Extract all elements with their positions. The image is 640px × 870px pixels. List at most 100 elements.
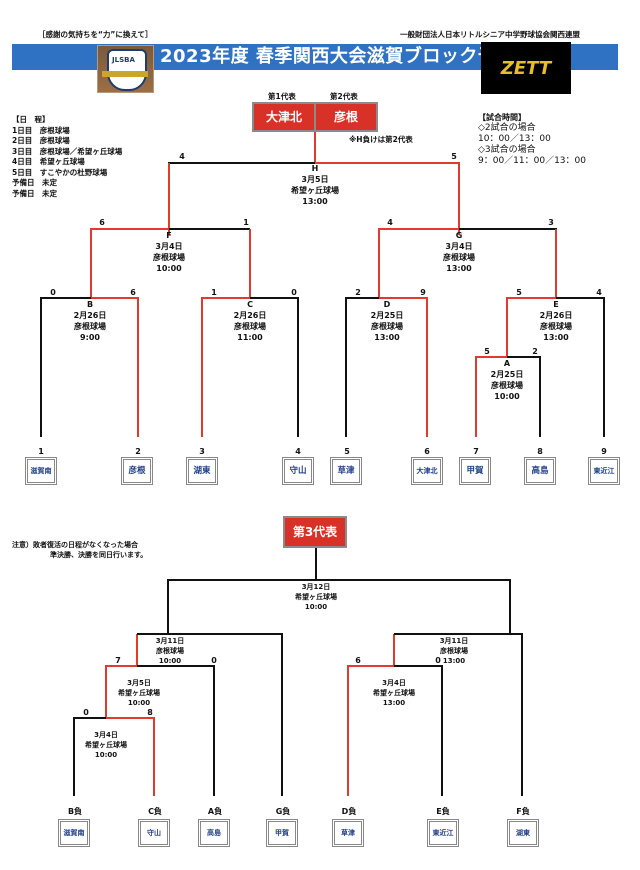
line-final bbox=[167, 579, 511, 634]
game-venue: 彦根球場 bbox=[234, 322, 266, 331]
score-r1r-right: 0 bbox=[435, 656, 441, 665]
game-date: 3月4日 bbox=[445, 242, 473, 251]
game-date: 3月5日 bbox=[301, 175, 329, 184]
note-line: 準決勝、決勝を同日行います。 bbox=[50, 551, 148, 559]
game-times-item: ◇2試合の場合 bbox=[478, 123, 536, 133]
score-r2-right: 0 bbox=[211, 656, 217, 665]
game-id: E bbox=[553, 300, 559, 309]
game-sf-left: 3月11日 彦根球場 10:00 bbox=[125, 636, 215, 666]
line-r2-right bbox=[137, 665, 215, 796]
page-title: 2023年度 春季関西大会滋賀ブロック予選 bbox=[160, 46, 515, 67]
game-time: 10:00 bbox=[94, 751, 118, 759]
line-sfl-right bbox=[137, 633, 283, 796]
game-time: 11:00 bbox=[237, 333, 263, 342]
score-r1-right: 8 bbox=[147, 708, 153, 717]
sponsor-logo-text: ZETT bbox=[500, 58, 552, 79]
game-time: 13:00 bbox=[382, 699, 406, 707]
game-date: 3月4日 bbox=[94, 731, 118, 739]
schedule-item: 1日目 彦根球場 bbox=[12, 125, 70, 135]
line-r1-left bbox=[73, 717, 106, 796]
game-sf-right: 3月11日 彦根球場 13:00 bbox=[409, 636, 499, 666]
game-time: 10:00 bbox=[158, 657, 182, 665]
consolation-note: 注意）敗者復活の日程がなくなった場合 準決勝、決勝を同日行います。 bbox=[12, 540, 147, 560]
game-venue: 彦根球場 bbox=[153, 253, 185, 262]
logo-band bbox=[102, 71, 148, 77]
game-c: C 2月26日 彦根球場 11:00 bbox=[205, 299, 295, 343]
game-date: 3月4日 bbox=[382, 679, 406, 687]
loser-label: B負 bbox=[67, 807, 83, 816]
score-e-left: 5 bbox=[516, 288, 522, 297]
game-date: 2月26日 bbox=[233, 311, 267, 320]
score-d-right: 9 bbox=[420, 288, 426, 297]
game-r1-right: 3月4日 希望ヶ丘球場 13:00 bbox=[349, 678, 439, 708]
zett-logo: ZETT bbox=[481, 42, 571, 94]
schedule-heading: 【日 程】 bbox=[12, 115, 50, 124]
seed-number: 4 bbox=[295, 447, 301, 456]
game-times-item: 9：00／11：00／13：00 bbox=[478, 156, 586, 166]
game-id: D bbox=[383, 300, 391, 309]
game-d: D 2月25日 彦根球場 13:00 bbox=[342, 299, 432, 343]
seed-number: 1 bbox=[38, 447, 44, 456]
score-g-left: 4 bbox=[387, 218, 393, 227]
line-a-right bbox=[507, 356, 541, 437]
team-box: 守山 bbox=[282, 457, 314, 485]
loser-label: A負 bbox=[207, 807, 223, 816]
score-h-right: 5 bbox=[451, 152, 457, 161]
team-box: 彦根 bbox=[121, 457, 153, 485]
line-r1-right bbox=[106, 717, 155, 796]
jlsba-logo: JLSBA bbox=[97, 45, 154, 93]
loser-label: D負 bbox=[341, 807, 357, 816]
team-box: 草津 bbox=[332, 819, 364, 847]
game-venue: 希望ヶ丘球場 bbox=[373, 689, 415, 697]
line-e-right bbox=[556, 297, 605, 437]
schedule-item: 予備日 未定 bbox=[12, 188, 57, 198]
score-r1-left: 0 bbox=[83, 708, 89, 717]
game-time: 13:00 bbox=[374, 333, 400, 342]
loser-label: E負 bbox=[436, 807, 450, 816]
schedule-item: 2日目 彦根球場 bbox=[12, 136, 70, 145]
score-b-right: 6 bbox=[130, 288, 136, 297]
game-venue: 彦根球場 bbox=[74, 322, 106, 331]
game-venue: 希望ヶ丘球場 bbox=[295, 593, 337, 601]
score-g-right: 3 bbox=[548, 218, 554, 227]
game-date: 3月12日 bbox=[301, 583, 331, 591]
score-a-left: 5 bbox=[484, 347, 490, 356]
schedule-item: 3日目 彦根球場／希望ヶ丘球場 bbox=[12, 146, 123, 156]
score-r2-left: 7 bbox=[115, 656, 121, 665]
game-r2: 3月5日 希望ヶ丘球場 10:00 bbox=[94, 678, 184, 708]
line-r1r-right bbox=[394, 665, 443, 796]
team-box: 高島 bbox=[198, 819, 230, 847]
game-venue: 希望ヶ丘球場 bbox=[291, 186, 339, 195]
team-box: 滋賀南 bbox=[25, 457, 57, 485]
seed-number: 9 bbox=[601, 447, 607, 456]
team-box: 東近江 bbox=[588, 457, 620, 485]
line-b-left bbox=[40, 297, 91, 437]
score-c-right: 0 bbox=[291, 288, 297, 297]
line-f-left bbox=[90, 228, 169, 298]
game-h: H 3月5日 希望ヶ丘球場 13:00 bbox=[270, 163, 360, 207]
team-box: 滋賀南 bbox=[58, 819, 90, 847]
team-box: 甲賀 bbox=[459, 457, 491, 485]
team-box: 湖東 bbox=[186, 457, 218, 485]
game-time: 10:00 bbox=[127, 699, 151, 707]
line-b-right bbox=[91, 297, 139, 437]
team-box: 大津北 bbox=[411, 457, 443, 485]
line-g-left bbox=[378, 228, 459, 298]
game-id: C bbox=[247, 300, 253, 309]
score-d-left: 2 bbox=[355, 288, 361, 297]
loser-label: C負 bbox=[148, 807, 162, 816]
team-box: 草津 bbox=[330, 457, 362, 485]
game-date: 3月11日 bbox=[439, 637, 469, 645]
game-times-block: 【試合時間】 ◇2試合の場合 10：00／13：00 ◇3試合の場合 9：00／… bbox=[478, 112, 586, 167]
organization: 一般財団法人日本リトルシニア中学野球協会関西連盟 bbox=[400, 30, 580, 39]
score-f-left: 6 bbox=[99, 218, 105, 227]
seed-number: 7 bbox=[473, 447, 479, 456]
game-time: 13:00 bbox=[543, 333, 569, 342]
game-date: 2月26日 bbox=[539, 311, 573, 320]
game-r1: 3月4日 希望ヶ丘球場 10:00 bbox=[61, 730, 151, 760]
line-e-left bbox=[506, 297, 556, 357]
game-date: 3月11日 bbox=[155, 637, 185, 645]
schedule-item: 4日目 希望ヶ丘球場 bbox=[12, 157, 85, 166]
slogan: ［感謝の気持ちを“力”に換えて］ bbox=[38, 30, 153, 39]
